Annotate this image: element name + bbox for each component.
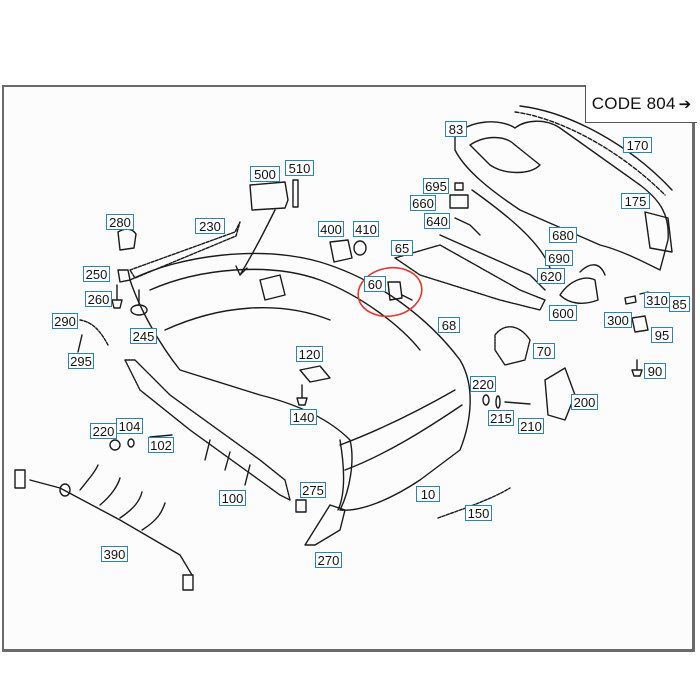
part-label-104[interactable]: 104 [116,418,143,434]
part-label-660[interactable]: 660 [410,195,436,211]
part-label-600[interactable]: 600 [549,305,577,321]
part-label-220-left[interactable]: 220 [90,423,117,439]
part-label-90[interactable]: 90 [644,363,666,379]
part-label-210[interactable]: 210 [518,418,544,434]
part-label-85[interactable]: 85 [669,296,690,312]
part-label-200[interactable]: 200 [571,394,598,410]
part-label-270[interactable]: 270 [315,552,342,568]
part-label-170[interactable]: 170 [623,137,652,153]
part-label-510[interactable]: 510 [285,160,314,176]
part-label-640[interactable]: 640 [424,213,450,229]
part-label-102[interactable]: 102 [148,437,174,453]
part-label-95[interactable]: 95 [651,327,673,343]
part-label-83[interactable]: 83 [445,121,467,137]
part-label-230[interactable]: 230 [195,218,225,234]
part-label-275[interactable]: 275 [300,482,326,498]
part-label-260[interactable]: 260 [85,291,112,307]
code-label: CODE 804 [591,93,676,113]
part-label-60[interactable]: 60 [364,276,386,292]
part-label-65[interactable]: 65 [391,240,413,256]
part-label-220-right[interactable]: 220 [470,376,496,392]
part-label-175[interactable]: 175 [621,193,650,209]
part-label-310[interactable]: 310 [644,292,670,308]
part-label-245[interactable]: 245 [130,328,157,344]
part-label-70[interactable]: 70 [533,343,555,359]
rear-diffuser-cover [454,105,673,271]
part-label-390[interactable]: 390 [101,546,128,562]
bumper-shell [129,252,471,511]
part-label-140[interactable]: 140 [290,409,317,425]
part-label-410[interactable]: 410 [353,221,379,237]
part-label-620[interactable]: 620 [537,268,565,284]
code-reference-box[interactable]: CODE 804 ➔ [585,85,697,123]
part-label-400[interactable]: 400 [318,221,344,237]
part-label-295[interactable]: 295 [68,353,94,369]
highlight-circle [357,266,423,318]
part-label-150[interactable]: 150 [465,505,492,521]
part-label-68[interactable]: 68 [438,317,460,333]
part-label-250[interactable]: 250 [83,266,110,282]
trim-strip [129,221,241,279]
part-label-695[interactable]: 695 [423,178,449,194]
part-label-100[interactable]: 100 [219,490,246,506]
arrow-right-icon: ➔ [678,95,692,113]
part-label-300[interactable]: 300 [604,312,632,328]
part-label-120[interactable]: 120 [296,346,323,362]
part-label-500[interactable]: 500 [250,166,280,182]
part-label-10[interactable]: 10 [416,486,440,502]
part-label-215[interactable]: 215 [488,410,514,426]
part-label-680[interactable]: 680 [549,227,577,243]
part-label-290[interactable]: 290 [52,313,78,329]
part-label-690[interactable]: 690 [545,250,573,266]
part-label-280[interactable]: 280 [106,214,134,230]
